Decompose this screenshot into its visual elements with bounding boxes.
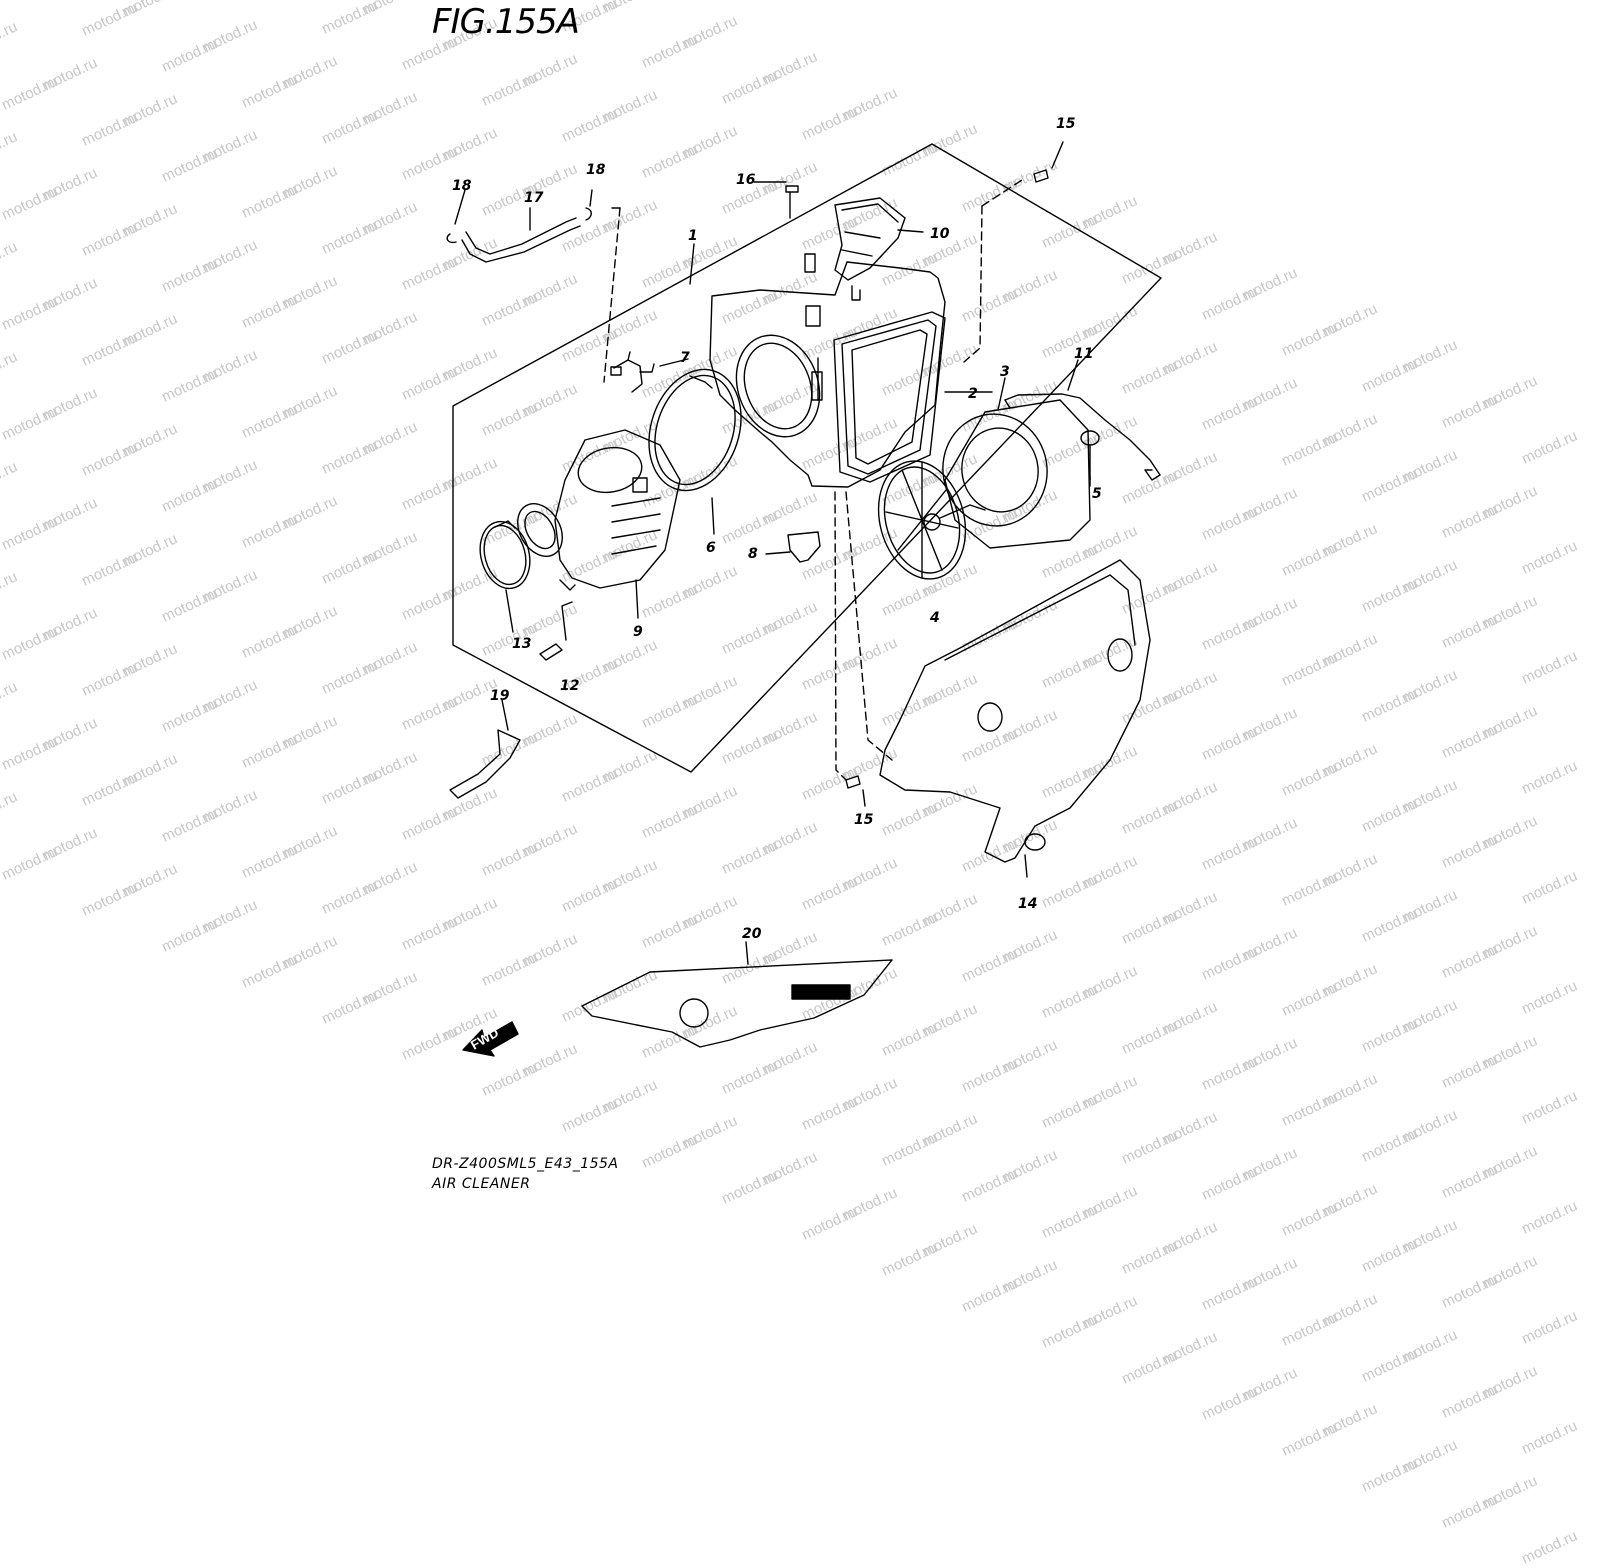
watermark-text: motod.ru xyxy=(959,1275,1021,1316)
decal-part xyxy=(581,959,893,1048)
watermark-text: motod.ru xyxy=(1359,1345,1421,1386)
grommet-part xyxy=(1080,430,1100,446)
diagram-name: AIR CLEANER xyxy=(432,1176,531,1192)
callout-17[interactable]: 17 xyxy=(524,190,544,206)
watermark-text: motod.ru xyxy=(799,1203,861,1244)
clamp-ring-part xyxy=(648,368,742,492)
watermark-text: motod.ru xyxy=(1279,1309,1341,1350)
callout-9[interactable]: 9 xyxy=(633,624,643,640)
watermark-text: motod.ru xyxy=(1359,1235,1421,1276)
watermark-text: motod.ru xyxy=(1439,1381,1501,1422)
wire-clip-part xyxy=(1004,393,1161,481)
callout-18[interactable]: 18 xyxy=(452,178,472,194)
elbow-fitting-part xyxy=(610,351,655,393)
watermark-text: motod.ru xyxy=(1439,1491,1501,1532)
watermark-text: motod.ru xyxy=(1119,1237,1181,1278)
filter-element-part xyxy=(942,399,1091,549)
callout-18[interactable]: 18 xyxy=(586,162,606,178)
watermark-text: motod.ru xyxy=(1519,1527,1581,1568)
forward-arrow xyxy=(462,1021,519,1057)
side-cover-part xyxy=(879,559,1151,863)
assembly-boundary xyxy=(452,143,1162,773)
callout-15[interactable]: 15 xyxy=(1056,116,1076,132)
callout-14[interactable]: 14 xyxy=(1018,896,1037,912)
callout-20[interactable]: 20 xyxy=(742,926,762,942)
callout-8[interactable]: 8 xyxy=(748,546,758,562)
watermark-text: motod.ru xyxy=(1119,1347,1181,1388)
callout-5[interactable]: 5 xyxy=(1092,486,1102,502)
callout-11[interactable]: 11 xyxy=(1074,346,1093,362)
watermark-text: motod.ru xyxy=(879,1239,941,1280)
intake-duct-part xyxy=(834,197,906,301)
breather-hose-part xyxy=(446,207,592,263)
watermark-text: motod.ru xyxy=(1359,1455,1421,1496)
figure-title: FIG.155A xyxy=(432,2,580,42)
watermark-text: motod.ru xyxy=(1039,1311,1101,1352)
cap-part xyxy=(787,531,821,563)
watermark-text: motod.ru xyxy=(1039,1201,1101,1242)
callout-19[interactable]: 19 xyxy=(490,688,510,704)
screw-part xyxy=(539,643,563,661)
diagram-code: DR-Z400SML5_E43_155A xyxy=(432,1156,619,1172)
seal-frame-part xyxy=(833,311,946,483)
callout-12[interactable]: 12 xyxy=(560,678,579,694)
watermark-text: motod.ru xyxy=(1519,1197,1581,1238)
callout-16[interactable]: 16 xyxy=(736,172,756,188)
watermark-text: motod.ru xyxy=(1519,1307,1581,1348)
callout-1[interactable]: 1 xyxy=(688,228,698,244)
callout-15[interactable]: 15 xyxy=(854,812,874,828)
drain-hose-part xyxy=(449,729,521,799)
watermark-text: motod.ru xyxy=(1199,1383,1261,1424)
air-box-part xyxy=(709,261,946,488)
watermark-text: motod.ru xyxy=(1439,1271,1501,1312)
callout-3[interactable]: 3 xyxy=(1000,364,1010,380)
hose-clamp-part xyxy=(479,520,531,590)
callout-7[interactable]: 7 xyxy=(680,350,690,366)
callout-2[interactable]: 2 xyxy=(968,386,978,402)
callout-10[interactable]: 10 xyxy=(930,226,950,242)
watermark-text: motod.ru xyxy=(1279,1199,1341,1240)
watermark-text: motod.ru xyxy=(1279,1419,1341,1460)
watermark-text: motod.ru xyxy=(1519,1417,1581,1458)
element-cage-part xyxy=(877,460,986,580)
callout-4[interactable]: 4 xyxy=(929,610,940,626)
callout-6[interactable]: 6 xyxy=(706,540,716,556)
callout-13[interactable]: 13 xyxy=(512,636,531,652)
watermark-text: motod.ru xyxy=(1199,1273,1261,1314)
inlet-boot-part xyxy=(517,429,681,591)
